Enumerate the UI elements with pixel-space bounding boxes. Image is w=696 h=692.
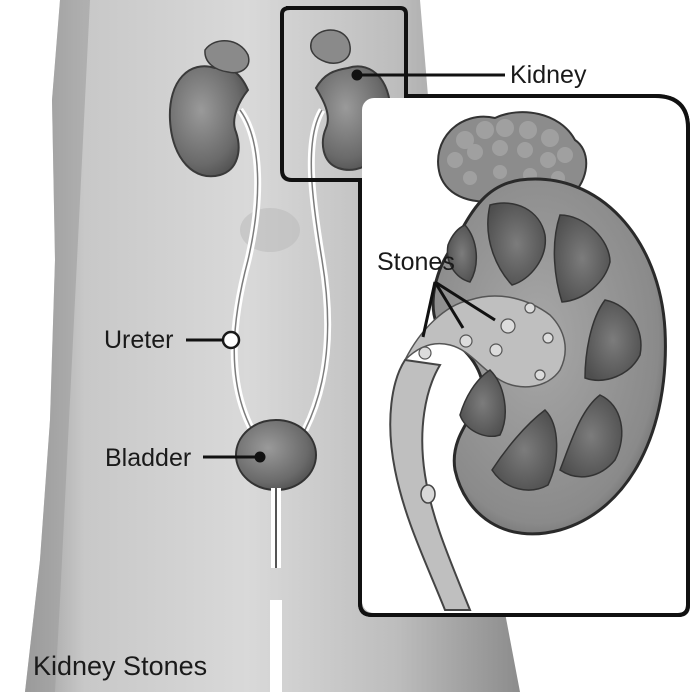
ureter-tube-stone [421, 485, 435, 503]
bladder-label: Bladder [105, 444, 191, 472]
figure-caption: Kidney Stones [33, 651, 207, 681]
stones-label: Stones [377, 248, 455, 276]
kidney-label: Kidney [510, 61, 587, 89]
ureter-label: Ureter [104, 326, 173, 354]
bladder [236, 420, 316, 490]
ureter-stone [223, 332, 239, 348]
